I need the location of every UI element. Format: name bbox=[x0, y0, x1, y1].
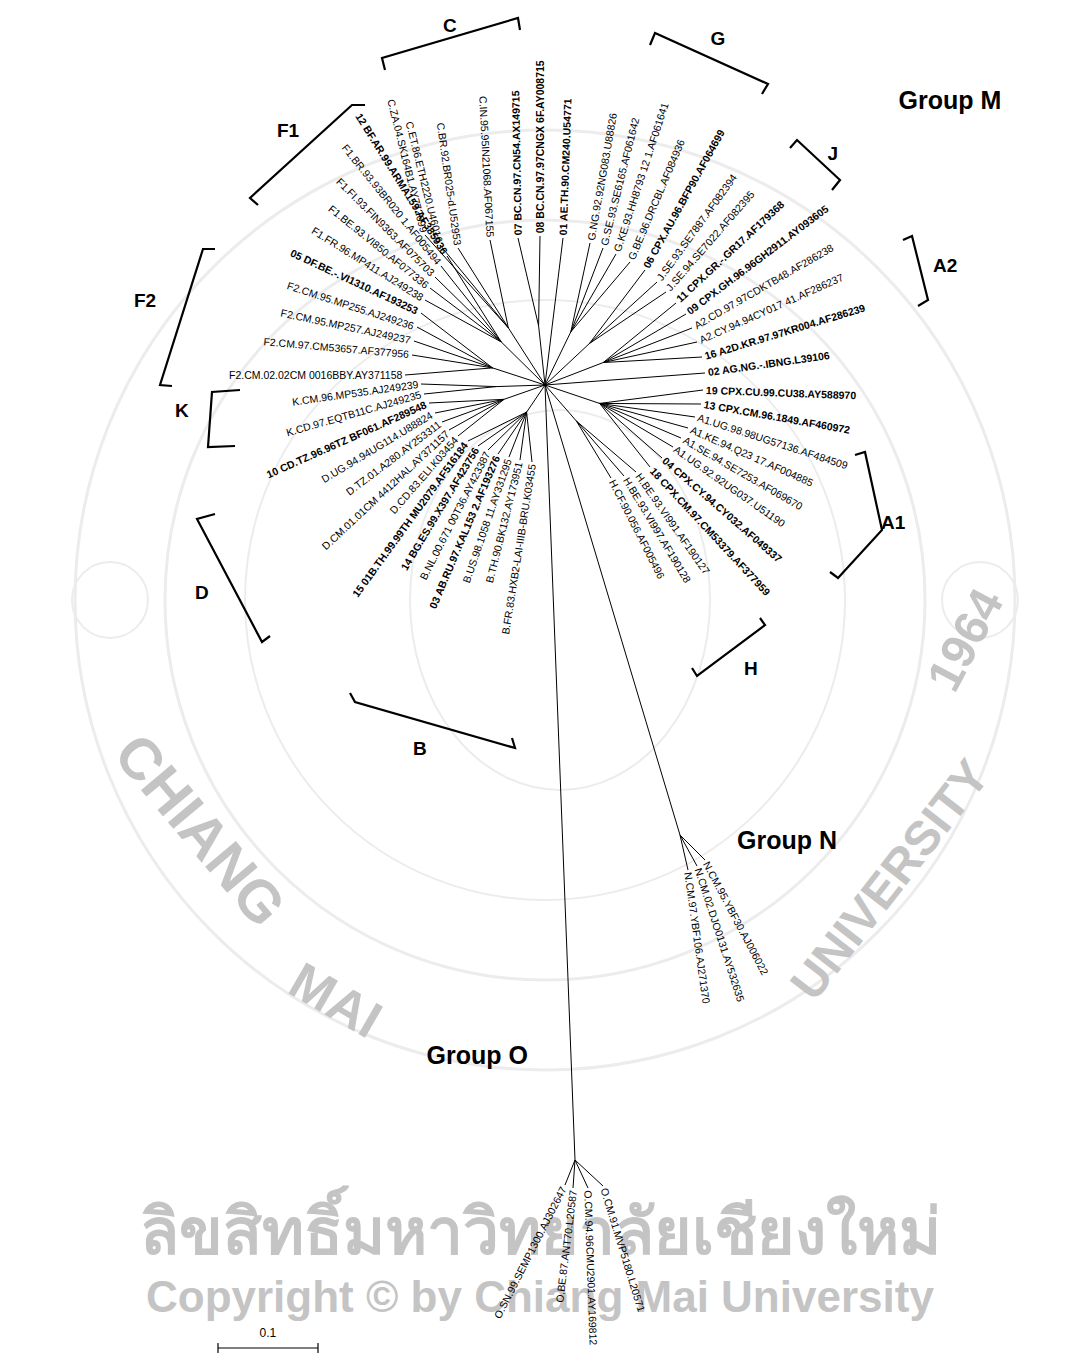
internal-branch bbox=[545, 380, 609, 385]
terminal-branch bbox=[518, 238, 539, 326]
clade-letter: B bbox=[413, 739, 427, 758]
terminal-branch bbox=[458, 399, 504, 436]
terminal-branch bbox=[539, 236, 540, 326]
internal-branch bbox=[545, 326, 552, 385]
clade-letter: C bbox=[443, 16, 457, 35]
terminal-branch bbox=[421, 384, 496, 387]
terminal-branch bbox=[680, 835, 705, 860]
terminal-branch bbox=[589, 282, 657, 344]
terminal-branch bbox=[589, 270, 645, 344]
clade-letter: J bbox=[828, 144, 839, 163]
taxon-label: 07 BC.CN.97.CN54.AX149715 bbox=[510, 90, 523, 235]
terminal-branch bbox=[573, 1160, 575, 1188]
clade-letter: A2 bbox=[933, 256, 957, 275]
terminal-branch bbox=[603, 328, 692, 363]
terminal-branch bbox=[414, 341, 493, 368]
terminal-branch bbox=[603, 357, 702, 363]
group-title: Group M bbox=[899, 88, 1002, 113]
clade-letter: F2 bbox=[134, 291, 156, 310]
terminal-branch bbox=[405, 368, 493, 375]
watermark-text: UNIVERSITY bbox=[782, 752, 997, 1009]
internal-branch bbox=[496, 385, 545, 387]
terminal-branch bbox=[600, 403, 662, 458]
clade-letter: F1 bbox=[277, 121, 299, 140]
internal-branch bbox=[504, 385, 545, 399]
taxon-label: B.FR.83.HXB2-LAI-IIIB-BRU.K03455 bbox=[500, 464, 537, 636]
terminal-branch bbox=[575, 1160, 588, 1188]
watermark-text: 1964 bbox=[919, 582, 1012, 699]
clade-brackets bbox=[160, 18, 928, 748]
terminal-branch bbox=[478, 412, 527, 446]
terminal-branch bbox=[576, 421, 611, 478]
terminal-branch bbox=[430, 288, 501, 342]
clade-letter: G bbox=[711, 29, 726, 48]
watermark-text: Copyright © by Chiang Mai University bbox=[146, 1275, 934, 1319]
terminal-branch bbox=[468, 412, 527, 441]
terminal-branch bbox=[680, 835, 697, 866]
terminal-branch bbox=[680, 835, 688, 870]
clade-letter: K bbox=[175, 401, 189, 420]
taxon-label: 19 CPX.CU.99.CU38.AY588970 bbox=[706, 385, 856, 401]
terminal-branch bbox=[600, 403, 650, 467]
terminal-branch bbox=[571, 243, 590, 332]
terminal-branch bbox=[435, 277, 501, 342]
terminal-branch bbox=[424, 387, 496, 394]
internal-branch bbox=[493, 368, 545, 385]
taxon-label: 01 AE.TH.90.CM240.U54771 bbox=[558, 98, 573, 235]
internal-branch bbox=[545, 385, 575, 1160]
terminal-branch bbox=[490, 240, 508, 328]
terminal-branch bbox=[589, 292, 666, 344]
watermark-text: MAI bbox=[281, 954, 390, 1047]
internal-branch bbox=[527, 385, 545, 412]
terminal-branch bbox=[447, 256, 501, 342]
scale-bar bbox=[218, 1343, 318, 1353]
terminal-branch bbox=[498, 412, 527, 454]
taxon-label: 08 BC.CN.97.97CNGX 6F.AY008715 bbox=[535, 60, 546, 233]
watermark-text: CHIANG bbox=[104, 724, 295, 937]
terminal-branch bbox=[600, 390, 703, 403]
internal-branch bbox=[545, 344, 589, 385]
group-title: Group O bbox=[427, 1043, 528, 1068]
scale-value: 0.1 bbox=[260, 1327, 277, 1339]
terminal-branch bbox=[603, 314, 686, 363]
terminal-branch bbox=[449, 399, 504, 430]
terminal-branch bbox=[600, 403, 673, 447]
terminal-branch bbox=[421, 313, 493, 368]
terminal-branch bbox=[576, 421, 636, 472]
terminal-branch bbox=[600, 403, 701, 405]
terminal-branch bbox=[571, 248, 603, 332]
taxon-label: F2.CM.02.02CM 0016BBY.AY371158 bbox=[229, 370, 402, 381]
terminal-branch bbox=[576, 421, 624, 476]
clade-letter: D bbox=[195, 583, 209, 602]
terminal-branch bbox=[458, 248, 508, 328]
internal-branch bbox=[545, 385, 576, 421]
watermark-seal bbox=[72, 130, 1018, 1070]
clade-letter: H bbox=[744, 659, 758, 678]
terminal-branch bbox=[552, 238, 563, 326]
terminal-branch bbox=[527, 412, 532, 462]
terminal-branch bbox=[425, 300, 501, 342]
terminal-branch bbox=[441, 266, 501, 342]
terminal-branch bbox=[600, 403, 695, 417]
clade-letter: A1 bbox=[881, 513, 905, 532]
terminal-branch bbox=[429, 399, 504, 403]
internal-branch bbox=[539, 326, 545, 385]
terminal-branch bbox=[609, 373, 705, 380]
terminal-branch bbox=[600, 403, 681, 438]
terminal-branch bbox=[488, 412, 527, 450]
terminal-branch bbox=[571, 254, 616, 332]
terminal-branch bbox=[603, 303, 676, 363]
taxon-label: C.IN.95.95IN21068.AF067155 bbox=[477, 95, 495, 237]
terminal-branch bbox=[442, 399, 504, 422]
group-title: Group N bbox=[737, 828, 837, 853]
terminal-branch bbox=[600, 403, 688, 428]
internal-branch bbox=[545, 385, 680, 835]
terminal-branch bbox=[575, 1160, 603, 1186]
internal-branch bbox=[501, 342, 545, 385]
terminal-branch bbox=[417, 327, 493, 368]
terminal-branch bbox=[571, 262, 630, 332]
